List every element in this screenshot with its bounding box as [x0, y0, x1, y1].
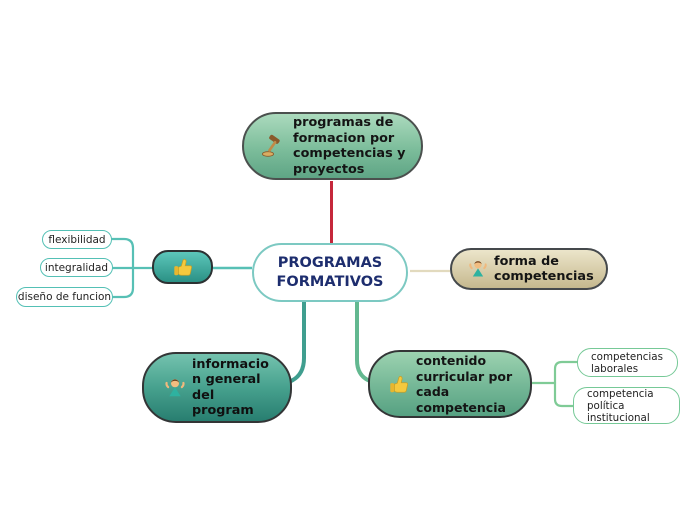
leaf-label: flexibilidad [48, 233, 106, 246]
node-contenido-curricular[interactable]: contenido curricular por cada competenci… [368, 350, 532, 418]
node-like[interactable] [152, 250, 213, 284]
node-programas-formacion[interactable]: programas de formacion por competencias … [242, 112, 423, 180]
gavel-icon [261, 134, 287, 158]
bracket-contenido-laborales [553, 360, 579, 385]
bracket-like-diseno [111, 266, 135, 299]
node-informacion-general[interactable]: informacio n general del program [142, 352, 292, 423]
node-forma-de-competencias[interactable]: forma de competencias [450, 248, 608, 290]
leaf-integralidad[interactable]: integralidad [40, 258, 113, 277]
person-shrugging-icon [164, 377, 186, 399]
node-programas-formativos[interactable]: PROGRAMAS FORMATIVOS [252, 243, 408, 302]
person-shrugging-icon [468, 259, 488, 279]
leaf-competencias-laborales[interactable]: competencias laborales [577, 348, 678, 377]
connector-central-info [289, 299, 306, 383]
thumbs-up-icon [172, 256, 194, 278]
leaf-label: competencias laborales [591, 350, 663, 375]
node-label: PROGRAMAS FORMATIVOS [276, 254, 384, 290]
node-label: contenido curricular por cada competenci… [416, 353, 513, 415]
leaf-label: diseño de funcion [17, 291, 112, 303]
node-label: informacio n general del program [192, 356, 269, 419]
node-label: programas de formacion por competencias … [293, 115, 406, 177]
leaf-label: competencia política institucional [587, 387, 654, 424]
thumbs-up-icon [388, 373, 410, 395]
leaf-label: integralidad [44, 261, 109, 274]
bracket-contenido-politica [553, 381, 575, 408]
leaf-competencia-politica[interactable]: competencia política institucional [573, 387, 680, 424]
connector-central-contenido [355, 299, 372, 383]
node-label: forma de competencias [494, 254, 594, 284]
bracket-like-flexibilidad [110, 237, 135, 270]
leaf-flexibilidad[interactable]: flexibilidad [42, 230, 112, 249]
leaf-diseno-de-funcion[interactable]: diseño de funcion [16, 287, 113, 307]
